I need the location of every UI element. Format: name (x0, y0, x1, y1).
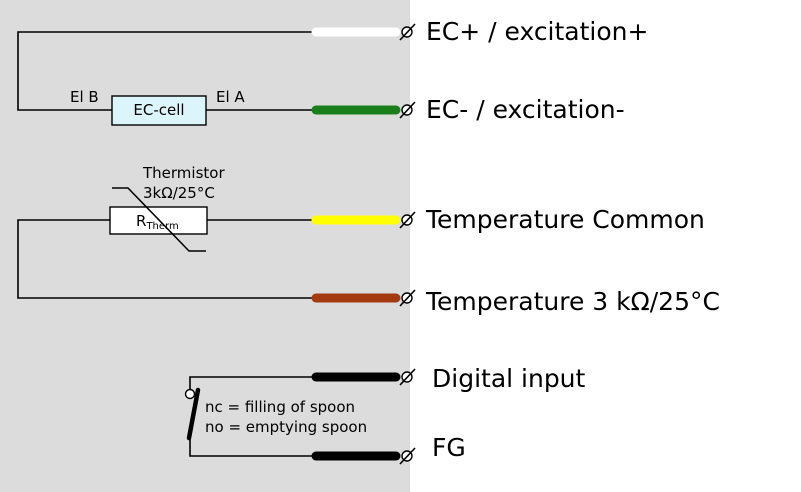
terminal-row-fg: FG (311, 433, 466, 465)
terminal-label: Temperature Common (425, 205, 705, 234)
thermistor-title: Thermistor (142, 164, 225, 182)
terminal-row-ec-excitation: EC+ / excitation+ (311, 17, 648, 46)
terminal-row-digital-input: Digital input (311, 364, 586, 393)
enclosure-panel (0, 0, 410, 492)
terminal-row-ec-excitation: EC- / excitation- (311, 95, 625, 124)
ec-pin-a-label: El A (216, 88, 245, 106)
terminal-block: EC+ / excitation+ EC- / excitation- Temper… (311, 17, 720, 465)
switch-circuit: nc = filling of spoon no = emptying spoo… (184, 376, 367, 457)
thermistor-rating: 3kΩ/25°C (143, 184, 215, 202)
terminal-row-temperature-3-k-25-c: Temperature 3 kΩ/25°C (311, 287, 720, 316)
terminal-label: Digital input (432, 364, 586, 393)
terminal-label: Temperature 3 kΩ/25°C (425, 287, 720, 316)
fg-wire (189, 438, 318, 457)
thermistor-circuit: Thermistor 3kΩ/25°C RTherm (17, 164, 318, 299)
ec-pin-b-label: El B (70, 88, 99, 106)
terminal-slash (399, 447, 416, 465)
ec-wire-el-b (17, 31, 318, 111)
ec-cell-box (111, 95, 207, 126)
terminal-label: EC+ / excitation+ (426, 17, 648, 46)
temp-3k-wire (17, 219, 318, 299)
terminal-label: FG (432, 433, 466, 462)
thermistor-symbol: RTherm (136, 212, 179, 232)
terminal-label: EC- / excitation- (426, 95, 625, 124)
thermistor-slash (112, 187, 206, 252)
terminal-slash (399, 211, 416, 229)
ec-cell-label: EC-cell (133, 101, 184, 119)
switch-note-no: no = emptying spoon (205, 418, 367, 436)
ec-circuit: EC-cell El B El A (17, 31, 318, 126)
switch-lever (186, 387, 201, 441)
terminal-slash (399, 23, 416, 41)
terminal-row-temperature-common: Temperature Common (311, 205, 705, 234)
terminal-slash (399, 101, 416, 119)
terminal-slash (399, 289, 416, 307)
switch-note-nc: nc = filling of spoon (205, 398, 355, 416)
digital-input-wire (189, 376, 318, 389)
switch-contact-open (184, 388, 196, 400)
terminal-slash (399, 368, 416, 386)
thermistor-box (109, 206, 208, 235)
